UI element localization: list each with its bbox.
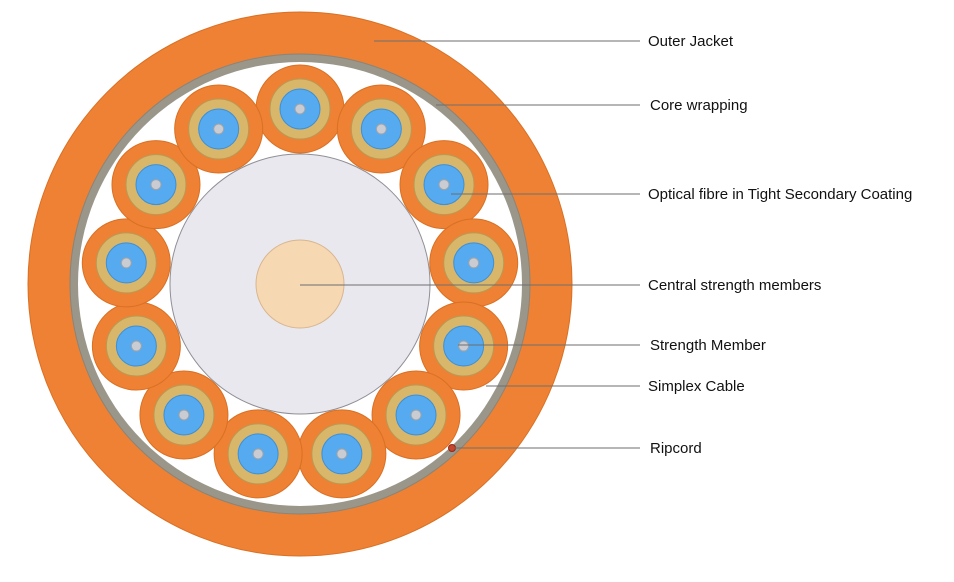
simplex-cable <box>91 301 181 391</box>
label-core-wrapping: Core wrapping <box>650 97 748 114</box>
label-simplex-cable: Simplex Cable <box>648 378 745 395</box>
simplex-cable <box>111 140 201 230</box>
central-strength-member <box>255 239 345 329</box>
optical-fibre <box>375 123 387 135</box>
optical-fibre <box>336 448 348 460</box>
optical-fibre <box>120 257 132 269</box>
simplex-cable <box>297 409 387 499</box>
optical-fibre <box>294 103 306 115</box>
simplex-cable <box>429 218 519 308</box>
simplex-cables <box>81 64 519 499</box>
label-central-strength: Central strength members <box>648 277 821 294</box>
label-strength-member: Strength Member <box>650 337 766 354</box>
simplex-cable <box>213 409 303 499</box>
simplex-cable <box>371 370 461 460</box>
optical-fibre <box>213 123 225 135</box>
optical-fibre <box>410 409 422 421</box>
simplex-cable <box>81 218 171 308</box>
optical-fibre <box>458 340 470 352</box>
optical-fibre <box>468 257 480 269</box>
ripcord <box>448 444 456 452</box>
label-ripcord: Ripcord <box>650 440 702 457</box>
simplex-cable <box>255 64 345 154</box>
label-optical-fibre: Optical fibre in Tight Secondary Coating <box>648 186 912 203</box>
simplex-cable <box>174 84 264 174</box>
label-outer-jacket: Outer Jacket <box>648 33 734 50</box>
optical-fibre <box>252 448 264 460</box>
optical-fibre <box>178 409 190 421</box>
simplex-cable <box>336 84 426 174</box>
optical-fibre <box>130 340 142 352</box>
simplex-cable <box>139 370 229 460</box>
simplex-cable <box>419 301 509 391</box>
simplex-cable <box>399 140 489 230</box>
optical-fibre <box>438 179 450 191</box>
optical-fibre <box>150 179 162 191</box>
